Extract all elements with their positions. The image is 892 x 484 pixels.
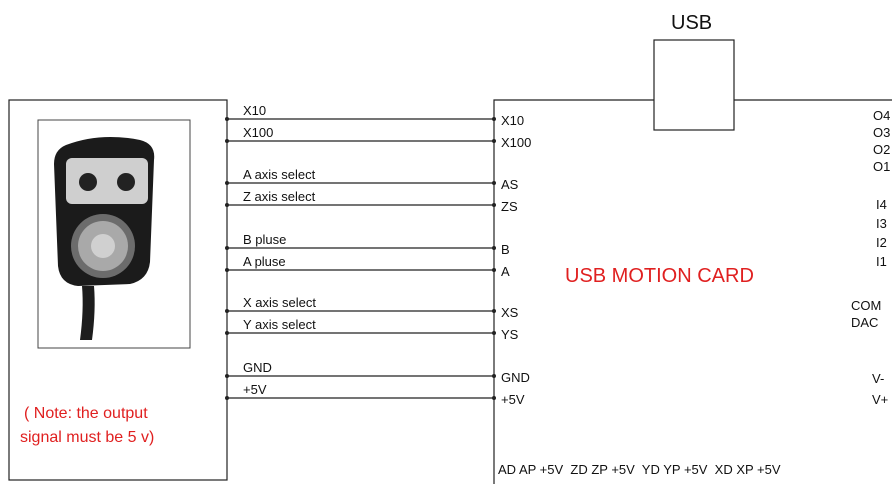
card-pin-o4: O4	[873, 108, 891, 123]
motion-card-title: USB MOTION CARD	[565, 265, 754, 287]
pendant-box	[8, 99, 228, 481]
card-pin-xs: XS	[501, 305, 519, 320]
wires	[227, 118, 494, 399]
card-pin-o3: O3	[873, 125, 891, 140]
card-pin-b: B	[501, 242, 510, 257]
usb-connector-box	[653, 39, 735, 131]
card-pin-o2: O2	[873, 142, 891, 157]
card-pin-o1: O1	[873, 159, 891, 174]
wire-label-b-pulse: B pluse	[243, 232, 287, 247]
card-pin-ys: YS	[501, 327, 519, 342]
card-pin-zs: ZS	[501, 199, 518, 214]
note-line-2: signal must be 5 v)	[20, 429, 155, 446]
card-pin-i1: I1	[876, 254, 887, 269]
bottom-pin-row: AD AP +5V ZD ZP +5V YD YP +5V XD XP +5V	[498, 462, 781, 477]
usb-label: USB	[671, 12, 713, 34]
wire-label-a-axis-select: A axis select	[243, 167, 316, 182]
photo-frame	[37, 119, 191, 349]
card-pin-v-plus: V+	[872, 392, 889, 407]
wire-label-x100: X100	[243, 125, 274, 140]
wire-label-x10: X10	[243, 103, 267, 118]
card-pin-i4: I4	[876, 197, 887, 212]
card-pin-gnd: GND	[501, 370, 530, 385]
note-line-1: ( Note: the output	[24, 405, 148, 422]
wire-label-y-axis-select: Y axis select	[243, 317, 316, 332]
wire-endpoints	[225, 117, 496, 400]
wire-label-5v: +5V	[243, 382, 267, 397]
card-pin-i3: I3	[876, 216, 887, 231]
wire-label-gnd: GND	[243, 360, 272, 375]
wire-label-z-axis-select: Z axis select	[243, 189, 316, 204]
card-pin-v-minus: V-	[872, 371, 885, 386]
card-pin-x10: X10	[501, 113, 525, 128]
handwheel-pendant-image	[54, 136, 155, 340]
card-pin-as: AS	[501, 177, 519, 192]
card-pin-dac: DAC	[851, 315, 879, 330]
card-pin-a: A	[501, 264, 510, 279]
card-pin-x100: X100	[501, 135, 532, 150]
card-pin-com: COM	[851, 298, 882, 313]
card-pin-5v: +5V	[501, 392, 525, 407]
wire-label-x-axis-select: X axis select	[243, 295, 316, 310]
card-pin-i2: I2	[876, 235, 887, 250]
motion-card-outline	[493, 99, 654, 484]
wire-label-a-pulse: A pluse	[243, 254, 286, 269]
